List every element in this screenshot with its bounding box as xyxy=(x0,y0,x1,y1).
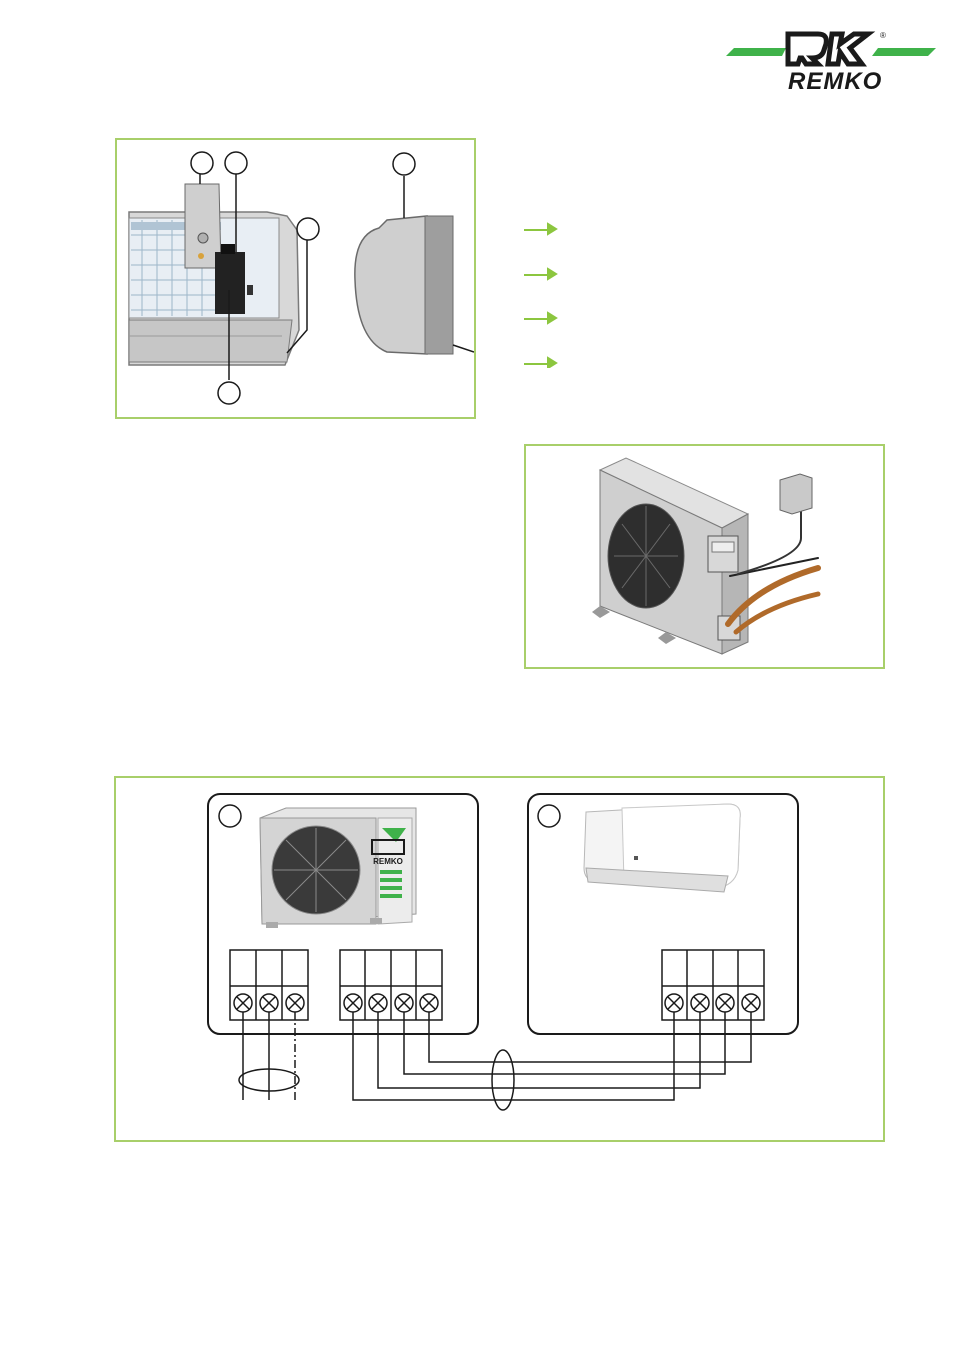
outdoor-terminal-block-interconnect xyxy=(339,949,443,1021)
indoor-unit-open-image xyxy=(128,183,300,366)
outdoor-unit-figure xyxy=(524,444,885,669)
cable-sheath-icon xyxy=(238,1068,300,1092)
indoor-unit-image xyxy=(583,803,741,893)
outdoor-unit-image: REMKO xyxy=(259,807,417,928)
outdoor-unit-image xyxy=(592,457,750,655)
registered-mark: ® xyxy=(880,31,886,40)
wall-switch-box xyxy=(779,473,813,515)
outdoor-logo-text: REMKO xyxy=(373,857,403,866)
arrow-right-icon xyxy=(524,222,558,236)
callout-circle-2 xyxy=(224,151,248,175)
logo-text: REMKO xyxy=(788,68,883,95)
terminal-screw-icon xyxy=(259,993,279,1013)
terminal-screw-icon xyxy=(368,993,388,1013)
terminal-screw-icon xyxy=(715,993,735,1013)
callout-circle-5 xyxy=(217,381,241,405)
outdoor-terminal-block-power xyxy=(229,949,309,1021)
cable-sheath-icon xyxy=(491,1049,515,1111)
remko-logo: ® REMKO xyxy=(722,28,936,95)
indoor-unit-figure xyxy=(115,138,476,419)
callout-circle-3 xyxy=(392,152,416,176)
arrow-right-icon xyxy=(524,311,558,325)
arrow-right-icon xyxy=(524,356,558,368)
terminal-screw-icon xyxy=(419,993,439,1013)
callout-circle-1 xyxy=(190,151,214,175)
terminal-screw-icon xyxy=(394,993,414,1013)
interconnect-wires xyxy=(352,1012,752,1111)
terminal-screw-icon xyxy=(233,993,253,1013)
terminal-screw-icon xyxy=(690,993,710,1013)
terminal-screw-icon xyxy=(343,993,363,1013)
step-arrow-list xyxy=(522,218,562,368)
callout-circle-4 xyxy=(296,217,320,241)
terminal-screw-icon xyxy=(741,993,761,1013)
terminal-screw-icon xyxy=(285,993,305,1013)
indoor-terminal-block xyxy=(661,949,765,1021)
arrow-right-icon xyxy=(524,267,558,281)
indoor-unit-side-image xyxy=(354,215,454,355)
indoor-panel-callout xyxy=(537,804,561,828)
terminal-screw-icon xyxy=(664,993,684,1013)
outdoor-panel-callout xyxy=(218,804,242,828)
wiring-diagram-figure: REMKO xyxy=(114,776,885,1142)
power-supply-wires xyxy=(238,1012,300,1100)
